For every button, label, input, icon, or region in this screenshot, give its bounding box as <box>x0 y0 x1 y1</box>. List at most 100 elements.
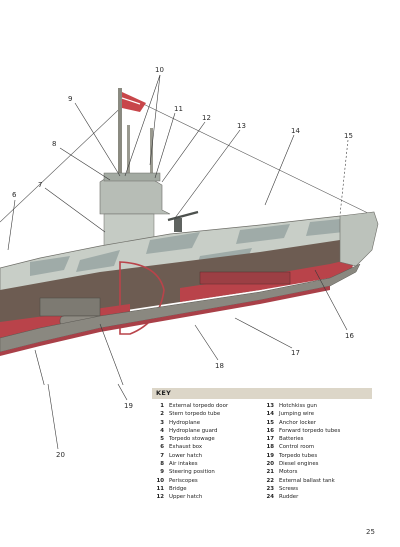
callout-18: 18 <box>215 362 224 370</box>
key-item-number: 14 <box>266 411 274 418</box>
ensign-flag-stripe <box>121 97 141 105</box>
key-item-number: 9 <box>160 469 164 476</box>
key-item-number: 22 <box>266 477 274 484</box>
key-panel: KEY 1 External torpedo door 2 Stern torpedo… <box>152 388 372 502</box>
key-item-label: Stern torpedo tube <box>169 411 221 418</box>
bow <box>339 211 379 267</box>
callout-11: 11 <box>174 105 183 113</box>
key-item-label: Diesel engines <box>279 461 319 468</box>
key-column-left: 1 External torpedo door 2 Stern torpedo tub… <box>152 402 262 502</box>
key-item-number: 1 <box>160 403 164 409</box>
key-item-label: Anchor locker <box>279 419 316 426</box>
key-item-label: Lower hatch <box>169 452 203 459</box>
key-columns: 1 External torpedo door 2 Stern torpedo tub… <box>152 402 372 502</box>
key-item: 22 External ballast tank <box>262 477 372 485</box>
key-item-label: External torpedo door <box>169 403 229 409</box>
key-item-label: Hotchkiss gun <box>279 403 318 409</box>
key-item: 4 Hydroplane guard <box>152 427 262 435</box>
conning-tower <box>99 177 171 215</box>
key-item: 17 Batteries <box>262 435 372 443</box>
callout-12: 12 <box>202 114 211 122</box>
key-item: 11 Bridge <box>152 485 262 493</box>
radio-mast <box>150 128 153 183</box>
key-item-label: Screws <box>279 485 299 492</box>
key-item-label: Batteries <box>279 436 304 443</box>
key-item: 1 External torpedo door <box>152 402 262 410</box>
key-item: 9 Steering position <box>152 468 262 476</box>
key-item-number: 4 <box>160 427 164 434</box>
key-item-number: 20 <box>266 461 274 468</box>
key-item-label: Forward torpedo tubes <box>279 427 341 434</box>
periscope-mast-2 <box>127 125 130 190</box>
jumping-wire-fore <box>130 97 375 217</box>
callout-14: 14 <box>291 127 300 135</box>
callout-10: 10 <box>155 66 164 74</box>
callout-6: 6 <box>12 191 17 199</box>
key-item-number: 23 <box>266 485 274 492</box>
bridge-rail <box>103 172 161 182</box>
key-item-number: 12 <box>156 494 164 501</box>
key-item-label: Motors <box>279 469 298 476</box>
key-item-label: External ballast tank <box>279 477 335 484</box>
key-item-number: 24 <box>266 494 274 501</box>
callout-20-label: 20 <box>56 451 65 459</box>
key-item: 24 Rudder <box>262 493 372 501</box>
key-item-label: Hydroplane guard <box>169 427 218 434</box>
callout-13: 13 <box>237 122 246 130</box>
key-item-number: 2 <box>160 411 164 418</box>
callout-7: 7 <box>38 181 42 189</box>
key-item-number: 11 <box>156 485 164 492</box>
battery-bank <box>199 271 291 285</box>
callout-17: 17 <box>291 349 300 357</box>
key-item-number: 3 <box>160 419 164 426</box>
key-item-number: 21 <box>266 469 274 476</box>
key-item: 20 Diesel engines <box>262 460 372 468</box>
diesel-engine <box>39 297 101 317</box>
key-item-label: Bridge <box>169 485 187 492</box>
key-item-number: 16 <box>266 427 274 434</box>
control-room-bulkhead <box>119 261 165 335</box>
key-item-label: Periscopes <box>169 477 198 484</box>
key-item: 16 Forward torpedo tubes <box>262 427 372 435</box>
key-item-label: Air intakes <box>169 461 198 468</box>
key-item: 2 Stern torpedo tube <box>152 410 262 418</box>
key-item-label: Exhaust box <box>169 444 203 451</box>
key-item-number: 6 <box>160 444 164 451</box>
key-item: 14 Jumping wire <box>262 410 372 418</box>
key-item-label: Hydroplane <box>169 419 201 426</box>
callout-15: 15 <box>344 132 353 140</box>
hotchkiss-gun-barrel <box>167 210 199 222</box>
submarine-cutaway-diagram: 6 7 8 9 10 11 12 13 14 15 16 17 18 19 20 <box>0 66 379 385</box>
key-title: KEY <box>152 388 372 399</box>
key-item: 23 Screws <box>262 485 372 493</box>
key-item-number: 15 <box>266 419 274 426</box>
key-item-number: 7 <box>160 452 164 459</box>
key-item-label: Torpedo stowage <box>169 436 215 443</box>
key-item-number: 17 <box>266 436 274 443</box>
callout-19-label: 19 <box>124 402 133 410</box>
key-item-label: Jumping wire <box>279 411 315 418</box>
page-number: 25 <box>366 528 375 536</box>
key-item-label: Rudder <box>279 494 299 501</box>
key-item-number: 5 <box>160 436 164 443</box>
key-item-number: 8 <box>160 461 164 468</box>
key-item: 21 Motors <box>262 468 372 476</box>
key-item: 3 Hydroplane <box>152 419 262 427</box>
keel-red-stripe <box>0 286 330 356</box>
key-item-number: 18 <box>266 444 274 451</box>
callout-9: 9 <box>68 95 72 103</box>
hull-camouflage <box>30 218 350 276</box>
key-item: 18 Control room <box>262 443 372 451</box>
key-item-label: Steering position <box>169 469 215 476</box>
key-item-label: Torpedo tubes <box>279 452 318 459</box>
jumping-wire <box>0 97 132 223</box>
leader-lines <box>7 74 349 385</box>
key-item: 5 Torpedo stowage <box>152 435 262 443</box>
key-item-label: Control room <box>279 444 315 451</box>
key-item: 6 Exhaust box <box>152 443 262 451</box>
